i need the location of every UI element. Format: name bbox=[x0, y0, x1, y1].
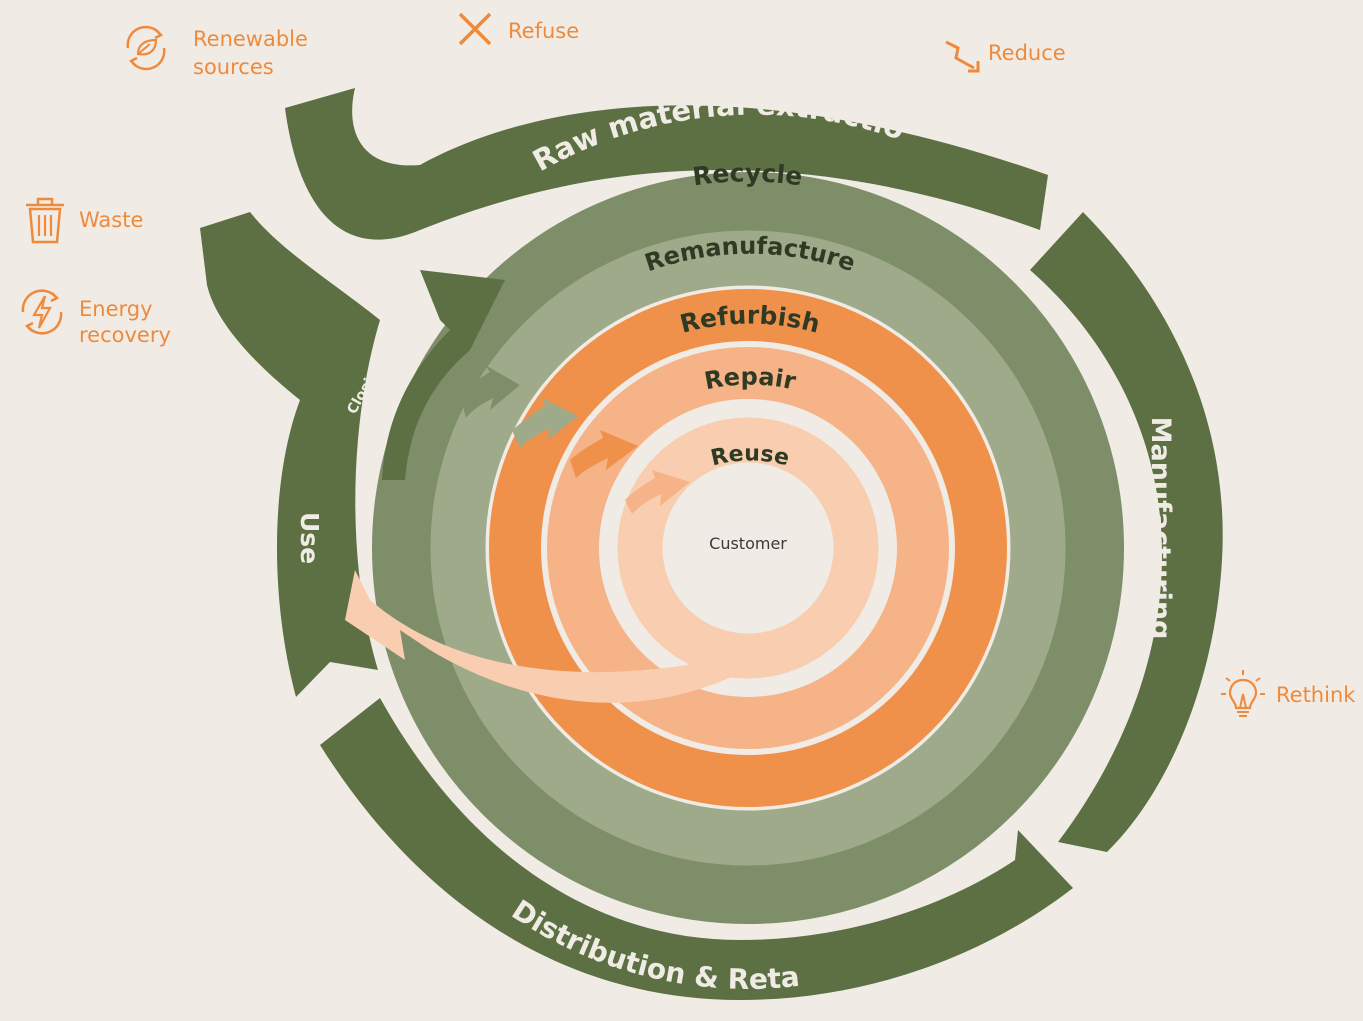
energy-recovery-line1: Energy bbox=[79, 297, 153, 321]
manufacturing-band bbox=[1030, 212, 1223, 852]
reuse-entry-arrow bbox=[625, 470, 690, 514]
cross-icon bbox=[458, 12, 492, 46]
energy-recovery-legend: Energy recovery bbox=[14, 282, 204, 348]
use-label: Use bbox=[295, 512, 324, 564]
reduce-legend: Reduce bbox=[944, 38, 1094, 78]
raw-material-extraction-band bbox=[285, 88, 1048, 240]
return-arrow bbox=[345, 570, 790, 703]
customer-core bbox=[666, 466, 830, 630]
trash-can-icon bbox=[26, 197, 64, 244]
recycle-ring bbox=[372, 172, 1124, 924]
rethink-label: Rethink bbox=[1276, 683, 1356, 707]
refurbish-ring bbox=[489, 289, 1007, 807]
closing-loop-arrow bbox=[382, 270, 505, 480]
remanufacture-entry-arrow bbox=[460, 365, 520, 418]
energy-recovery-line2: recovery bbox=[79, 323, 171, 347]
renewable-sources-legend: Renewable sources bbox=[118, 20, 338, 82]
customer-label: Customer bbox=[709, 534, 787, 553]
refuse-legend: Refuse bbox=[456, 10, 606, 50]
rethink-legend: Rethink bbox=[1220, 668, 1360, 720]
distribution-retail-band bbox=[320, 698, 1073, 1000]
repair-entry-arrow bbox=[570, 430, 638, 478]
refuse-label: Refuse bbox=[508, 19, 580, 43]
remanufacture-ring bbox=[430, 230, 1066, 866]
lightbulb-icon bbox=[1221, 670, 1265, 717]
refurbish-entry-arrow bbox=[512, 398, 578, 448]
reuse-label: Reuse bbox=[708, 441, 791, 471]
renewable-sources-line1: Renewable bbox=[193, 27, 308, 51]
recycle-label: Recycle bbox=[691, 158, 804, 191]
waste-legend: Waste bbox=[24, 196, 174, 246]
use-band bbox=[200, 212, 380, 697]
repair-label: Repair bbox=[702, 363, 798, 396]
leaf-cycle-icon bbox=[126, 25, 166, 71]
down-arrow-icon bbox=[945, 40, 980, 73]
reduce-label: Reduce bbox=[988, 41, 1066, 65]
manufacturing-label: Manufacturing bbox=[1145, 417, 1176, 640]
waste-label: Waste bbox=[79, 208, 144, 232]
renewable-sources-line2: sources bbox=[193, 55, 274, 79]
lightning-cycle-icon bbox=[21, 289, 63, 335]
repair-ring bbox=[547, 347, 949, 749]
